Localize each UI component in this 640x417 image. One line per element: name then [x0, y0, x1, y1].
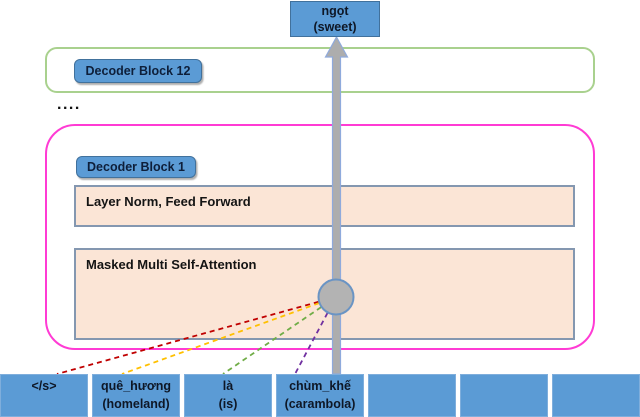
decoder-block-12-label: Decoder Block 12: [74, 59, 202, 83]
decoder-block-12-container: Decoder Block 12: [45, 47, 595, 93]
layer-norm-feed-forward-box: Layer Norm, Feed Forward: [74, 185, 575, 227]
input-token-empty-1: [368, 374, 456, 417]
output-token-word: ngọt: [321, 4, 349, 18]
input-token-eos: </s>: [0, 374, 88, 417]
output-token: ngọt (sweet): [290, 1, 380, 37]
stacked-blocks-ellipsis: ....: [57, 96, 81, 113]
token-word: </s>: [31, 379, 57, 393]
output-token-gloss: (sweet): [313, 20, 357, 34]
layer-norm-feed-forward-label: Layer Norm, Feed Forward: [86, 194, 251, 209]
input-token-empty-3: [552, 374, 640, 417]
token-gloss: (is): [218, 397, 238, 411]
token-word: quê_hương: [100, 379, 172, 393]
decoder-block-1-container: Decoder Block 1 Layer Norm, Feed Forward…: [45, 124, 595, 350]
input-token-la: là (is): [184, 374, 272, 417]
token-word: là: [222, 379, 234, 393]
decoder-block-1-label: Decoder Block 1: [76, 156, 196, 178]
token-word: chùm_khế: [289, 379, 351, 393]
token-gloss: (homeland): [102, 397, 170, 411]
input-token-empty-2: [460, 374, 548, 417]
masked-multi-self-attention-box: Masked Multi Self-Attention: [74, 248, 575, 340]
input-token-que-huong: quê_hương (homeland): [92, 374, 180, 417]
input-token-chum-khe: chùm_khế (carambola): [276, 374, 364, 417]
input-token-row: </s> quê_hương (homeland) là (is) chùm_k…: [0, 374, 640, 417]
token-gloss: (carambola): [284, 397, 356, 411]
masked-multi-self-attention-label: Masked Multi Self-Attention: [86, 257, 257, 272]
